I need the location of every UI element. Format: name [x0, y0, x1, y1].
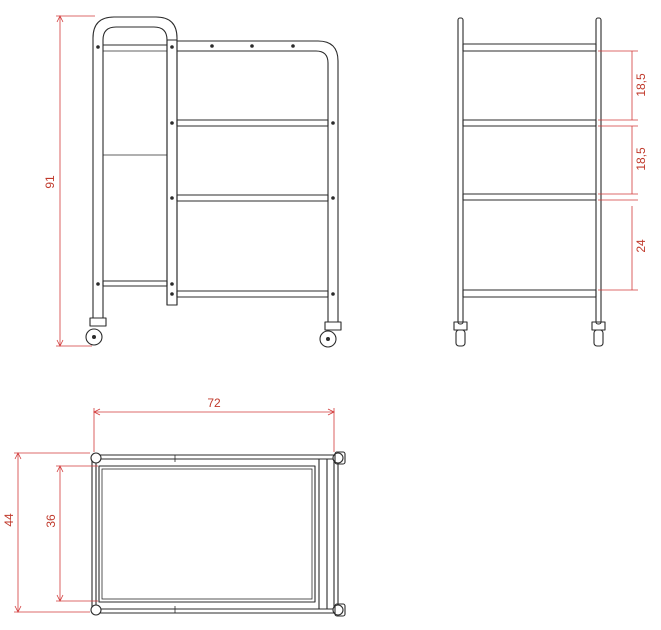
- front-shelf-3: [176, 290, 329, 298]
- caster-left: [85, 317, 107, 346]
- rivet: [250, 44, 254, 48]
- side-caster-left: [453, 321, 468, 347]
- side-shelf-1: [462, 43, 597, 52]
- width-label: 72: [207, 396, 221, 410]
- handle-loop-outer: [92, 16, 178, 319]
- rivet: [170, 45, 174, 49]
- side-shelf-4: [462, 289, 597, 298]
- rivet: [170, 196, 174, 200]
- rivet: [210, 44, 214, 48]
- left-bottom-shelf: [102, 280, 168, 287]
- rivet: [291, 44, 295, 48]
- rivet: [331, 196, 335, 200]
- depth-outer-dimension: 44: [2, 452, 90, 613]
- top-inner-frame: [95, 458, 335, 610]
- height-dimension: 91: [43, 15, 95, 347]
- shelf-gap-bottom-label: 24: [634, 239, 648, 253]
- front-view: 91: [43, 15, 342, 348]
- rivet: [170, 292, 174, 296]
- rivet: [96, 282, 100, 286]
- rivet: [170, 282, 174, 286]
- side-shelf-3: [462, 193, 597, 201]
- width-dimension: 72: [93, 396, 335, 452]
- shelf-gap-middle-label: 18,5: [634, 147, 648, 171]
- shelf-gap-dimensions: 18,5 18,5 24: [598, 50, 648, 291]
- side-caster-right: [591, 321, 606, 347]
- side-shelf-2: [462, 119, 597, 127]
- depth-outer-label: 44: [2, 513, 16, 527]
- side-view: 18,5 18,5 24: [453, 17, 648, 347]
- front-shelf-1: [176, 119, 329, 127]
- top-shelf-panel: [98, 465, 316, 603]
- caster-right: [319, 321, 342, 348]
- handle-loop-inner: [102, 26, 168, 319]
- rivet: [331, 121, 335, 125]
- rivet: [96, 45, 100, 49]
- rivet: [170, 121, 174, 125]
- top-view: 72 44 36: [2, 396, 346, 617]
- left-post-plate: [166, 39, 178, 306]
- shelf-gap-top-label: 18,5: [634, 73, 648, 97]
- front-shelf-2: [176, 194, 329, 202]
- top-caster-housing: [334, 451, 346, 465]
- top-caster: [90, 604, 102, 616]
- top-outer-frame: [91, 454, 339, 614]
- right-frame-outer: [176, 40, 339, 323]
- depth-inner-label: 36: [44, 514, 58, 528]
- height-label: 91: [43, 175, 57, 189]
- depth-inner-dimension: 36: [44, 465, 98, 602]
- rivet: [331, 292, 335, 296]
- top-caster: [90, 452, 102, 464]
- right-frame-inner: [176, 50, 329, 323]
- top-caster-housing: [334, 603, 346, 617]
- top-shelf-panel-inner: [101, 468, 313, 600]
- side-post-right: [595, 17, 602, 325]
- side-post-left: [457, 17, 464, 325]
